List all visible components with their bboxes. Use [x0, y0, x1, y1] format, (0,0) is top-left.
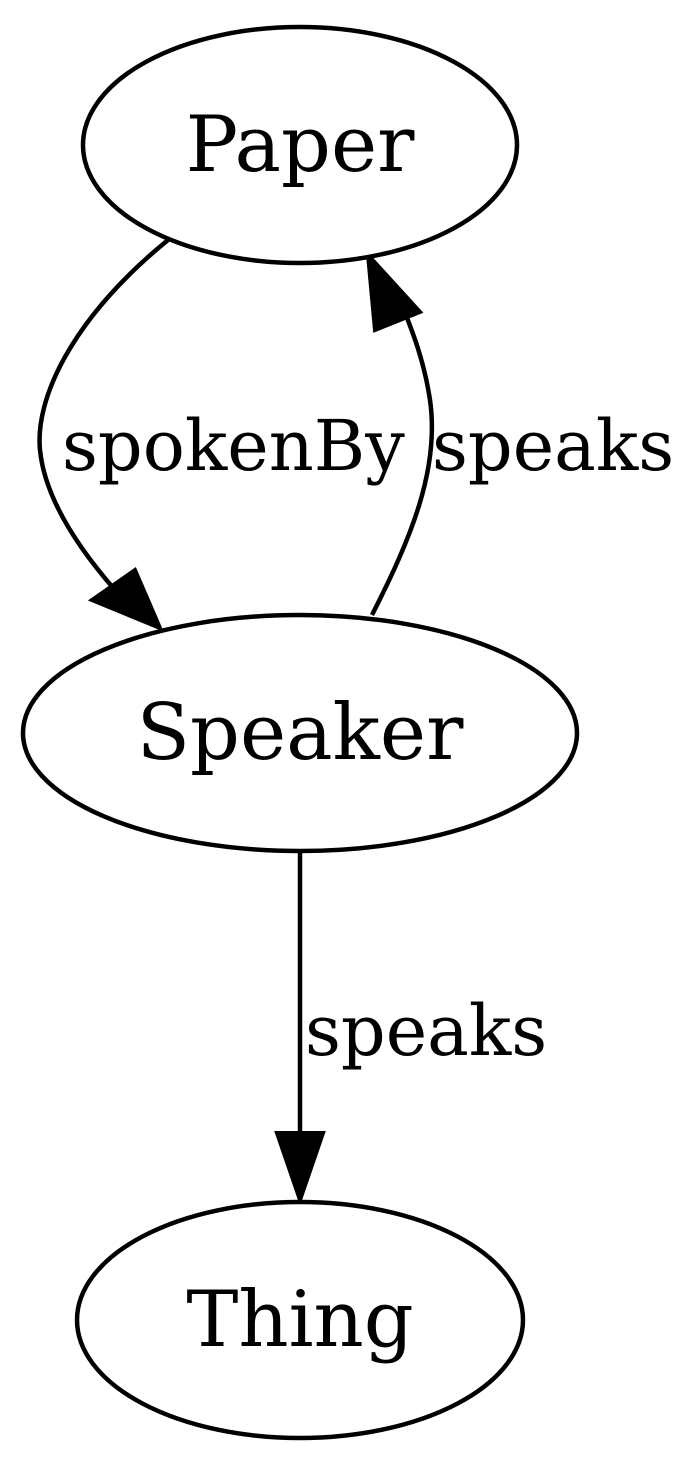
edge-speaker-to-paper: speaks — [365, 249, 674, 617]
edge-line-spokenby — [37, 238, 170, 592]
arrowhead-to-thing — [274, 1131, 326, 1207]
edge-label-speaks-down: speaks — [305, 990, 547, 1072]
node-speaker-shape — [20, 612, 580, 854]
edge-paper-to-speaker: spokenBy — [37, 238, 405, 632]
node-thing[interactable]: Thing — [74, 1199, 526, 1441]
node-paper[interactable]: Paper — [80, 24, 520, 266]
node-speaker[interactable]: Speaker — [20, 612, 580, 854]
node-paper-shape — [80, 24, 520, 266]
edge-line-speaks-up — [369, 299, 435, 617]
edge-label-speaks-up: speaks — [432, 405, 674, 487]
arrowhead-to-speaker — [87, 566, 164, 632]
node-paper-label: Paper — [186, 100, 416, 190]
edge-label-spokenby: spokenBy — [62, 405, 405, 487]
arrowhead-to-paper — [365, 249, 424, 333]
node-thing-label: Thing — [186, 1275, 413, 1365]
node-thing-shape — [74, 1199, 526, 1441]
node-speaker-label: Speaker — [137, 688, 464, 778]
edge-speaker-to-thing: speaks — [274, 852, 547, 1207]
